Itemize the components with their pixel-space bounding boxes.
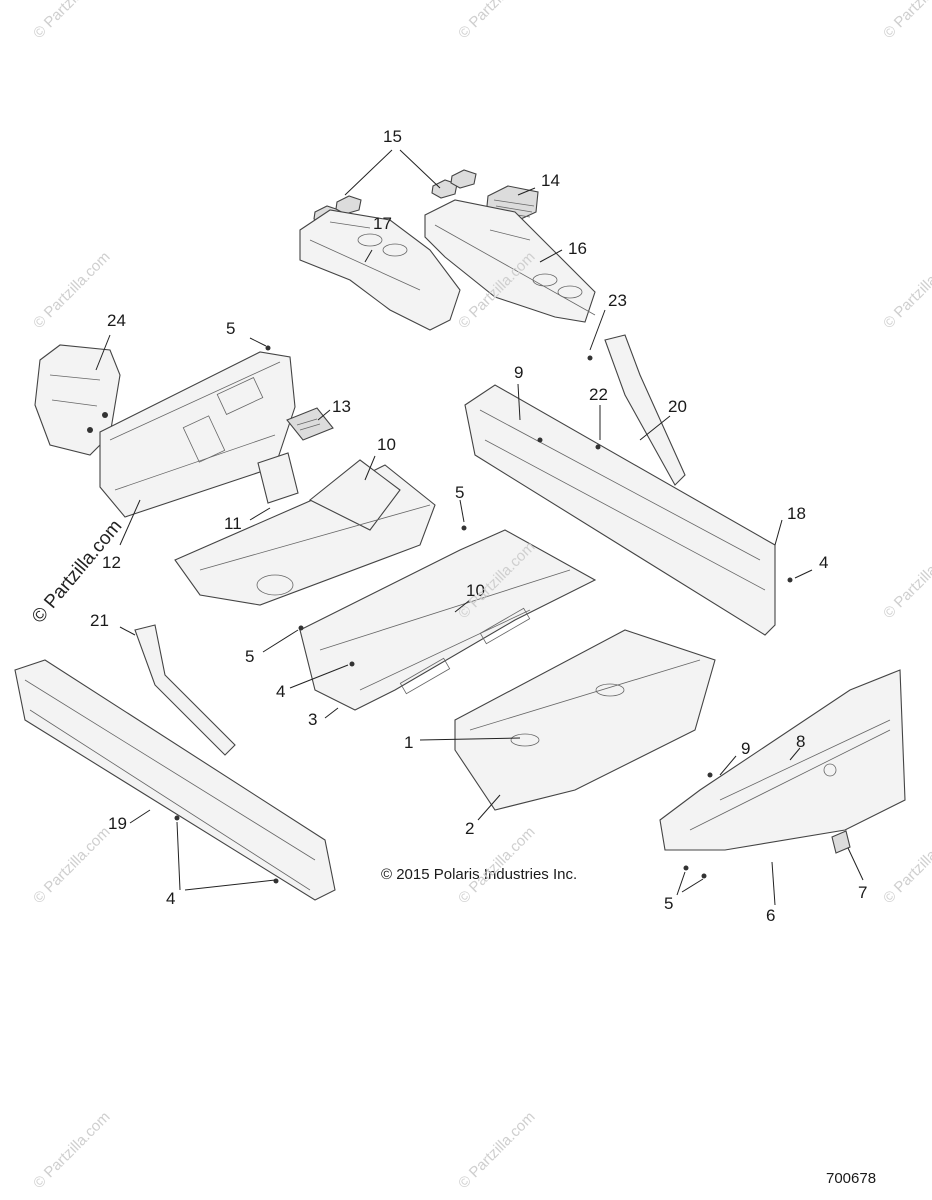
callout-5: 5	[455, 483, 465, 502]
part-10-seat-floor	[174, 459, 436, 606]
part-6-bulkhead	[659, 669, 906, 851]
callout-4: 4	[276, 682, 286, 701]
callout-24: 24	[107, 311, 126, 330]
callout-15: 15	[383, 127, 402, 146]
callout-10: 10	[377, 435, 396, 454]
part-20-pillar	[604, 334, 686, 486]
leader-lines	[95, 149, 864, 906]
callout-12: 12	[102, 553, 121, 572]
callout-4: 4	[819, 553, 829, 572]
part-16-console	[424, 199, 596, 323]
callout-20: 20	[668, 397, 687, 416]
callout-8: 8	[796, 732, 806, 751]
callout-9: 9	[514, 363, 524, 382]
callout-5: 5	[664, 894, 674, 913]
callout-4: 4	[166, 889, 176, 908]
callout-21: 21	[90, 611, 109, 630]
part-18-side-panel	[464, 384, 776, 636]
callout-9: 9	[741, 739, 751, 758]
callout-7: 7	[858, 883, 868, 902]
callout-14: 14	[541, 171, 560, 190]
callout-5: 5	[226, 319, 236, 338]
callout-1: 1	[404, 733, 414, 752]
part-11-cover	[257, 452, 299, 504]
callout-10: 10	[466, 581, 485, 600]
part-24-cover	[34, 344, 121, 456]
callout-3: 3	[308, 710, 318, 729]
callout-2: 2	[465, 819, 475, 838]
callout-22: 22	[589, 385, 608, 404]
callout-13: 13	[332, 397, 351, 416]
callout-19: 19	[108, 814, 127, 833]
part-21-pillar	[134, 624, 236, 756]
callout-5: 5	[245, 647, 255, 666]
copyright-notice: © 2015 Polaris Industries Inc.	[381, 866, 578, 883]
part-3-floor	[299, 529, 597, 711]
diagram-id: 700678	[826, 1170, 877, 1187]
callout-16: 16	[568, 239, 587, 258]
part-17-console	[299, 209, 461, 331]
callout-11: 11	[224, 514, 242, 533]
part-2-floor	[454, 629, 716, 811]
callout-17: 17	[373, 214, 392, 233]
callout-6: 6	[766, 906, 776, 925]
part-13-cover	[286, 407, 334, 441]
callout-18: 18	[787, 504, 806, 523]
part-7-bracket	[831, 830, 851, 854]
part-12-firewall	[99, 351, 296, 518]
callout-23: 23	[608, 291, 627, 310]
part-19-side-panel	[14, 659, 336, 901]
